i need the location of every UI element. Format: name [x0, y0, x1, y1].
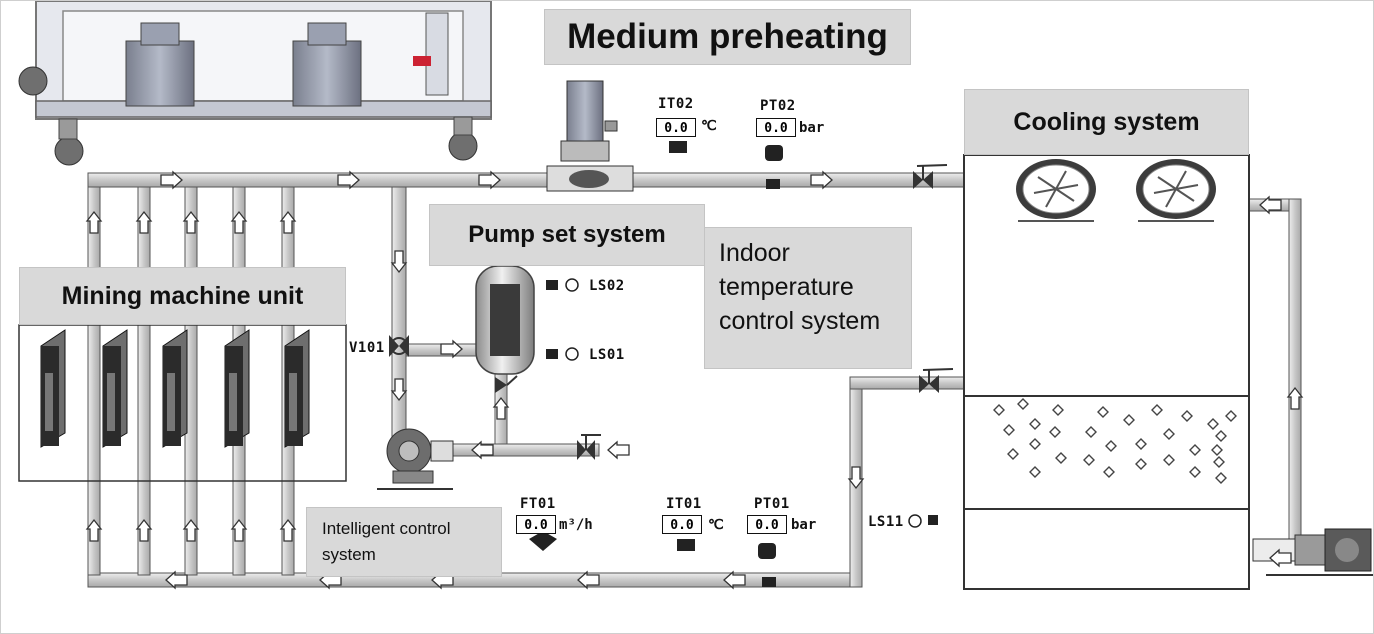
sensor-icons: [529, 141, 938, 587]
spray-droplets: [993, 398, 1237, 484]
motor-icon: [1252, 528, 1373, 576]
indoor-label-line: Indoor: [719, 239, 790, 267]
flow-arrow-icon: [160, 170, 183, 190]
valve-icon: [389, 335, 409, 357]
fan-icon: [1016, 159, 1096, 222]
cooling-tower: [963, 154, 1250, 590]
flow-arrows: [85, 170, 1304, 590]
pt02-tag: PT02: [760, 98, 796, 114]
sensor-icon: [546, 349, 558, 359]
flow-arrow-icon: [390, 250, 408, 274]
flow-arrow-icon: [279, 518, 297, 542]
flow-arrow-icon: [1269, 548, 1292, 568]
ls02-tag: LS02: [589, 278, 625, 294]
miner-units: [40, 329, 310, 448]
ft01-readout: 0.0: [516, 515, 556, 534]
sensor-icon: [762, 577, 776, 587]
flow-arrow-icon: [85, 518, 103, 542]
flow-arrow-icon: [577, 570, 600, 590]
tank-icon: [475, 265, 535, 393]
sensor-icon: [529, 531, 557, 551]
flow-arrow-icon: [440, 339, 463, 359]
sensor-icon: [928, 515, 938, 525]
pump-icon: [546, 80, 634, 192]
pump-icon: [377, 428, 454, 490]
sensor-icon: [677, 539, 695, 551]
v101-tag: V101: [349, 340, 385, 356]
valve-icon: [913, 164, 948, 189]
ft01-tag: FT01: [520, 496, 556, 512]
flow-arrow-icon: [230, 210, 248, 234]
sensor-icon: [765, 145, 783, 161]
intelligent-label-line: Intelligent control: [322, 519, 451, 538]
pt02-readout: 0.0: [756, 118, 796, 137]
flow-arrow-icon: [85, 210, 103, 234]
flow-arrow-icon: [1259, 195, 1282, 215]
flow-arrow-icon: [135, 518, 153, 542]
flow-arrow-icon: [478, 170, 501, 190]
pt01-unit: bar: [791, 517, 817, 533]
miner-icon: [162, 329, 188, 448]
flow-arrow-icon: [182, 210, 200, 234]
flow-arrow-icon: [337, 170, 360, 190]
ls01-tag: LS01: [589, 347, 625, 363]
it01-readout: 0.0: [662, 515, 702, 534]
valve-icon: [577, 434, 601, 460]
miner-icon: [40, 329, 66, 448]
flow-arrow-icon: [723, 570, 746, 590]
it02-tag: IT02: [658, 96, 694, 112]
mining-machine-unit-label: Mining machine unit: [19, 267, 346, 325]
flow-arrow-icon: [279, 210, 297, 234]
medium-preheating-label: Medium preheating: [544, 9, 911, 65]
miner-icon: [284, 329, 310, 448]
valve-icon: [919, 368, 954, 393]
ft01-unit: m³/h: [559, 517, 593, 533]
it02-unit: ℃: [701, 118, 717, 134]
flow-arrow-icon: [607, 440, 630, 460]
sensor-icon: [546, 280, 558, 290]
ls11-tag: LS11: [868, 514, 904, 530]
flow-arrow-icon: [230, 518, 248, 542]
indoor-label-line: temperature: [719, 273, 854, 301]
flow-arrow-icon: [471, 440, 494, 460]
mining-rack-illustration: [18, 1, 492, 166]
sensor-icon: [758, 543, 776, 559]
it02-readout: 0.0: [656, 118, 696, 137]
flow-arrow-icon: [165, 570, 188, 590]
mining-unit-frame: [18, 324, 347, 482]
intelligent-control-label: Intelligent control system: [306, 507, 502, 577]
pt02-unit: bar: [799, 120, 825, 136]
pt01-readout: 0.0: [747, 515, 787, 534]
cooling-system-label: Cooling system: [964, 89, 1249, 155]
sensor-icon: [669, 141, 687, 153]
fan-icon: [1136, 159, 1216, 222]
pt01-tag: PT01: [754, 496, 790, 512]
pump-set-system-label: Pump set system: [429, 204, 705, 266]
flow-arrow-icon: [810, 170, 833, 190]
flow-arrow-icon: [1286, 386, 1304, 410]
sensor-icon: [766, 179, 780, 189]
indoor-label-line: control system: [719, 307, 881, 335]
miner-icon: [102, 329, 128, 448]
it01-tag: IT01: [666, 496, 702, 512]
intelligent-label-line: system: [322, 545, 376, 564]
flow-arrow-icon: [135, 210, 153, 234]
miner-icon: [224, 329, 250, 448]
flow-arrow-icon: [492, 396, 510, 420]
flow-arrow-icon: [390, 378, 408, 402]
indoor-temperature-label: Indoor temperature control system: [704, 227, 912, 369]
flow-arrow-icon: [847, 466, 865, 490]
it01-unit: ℃: [708, 517, 724, 533]
flow-arrow-icon: [182, 518, 200, 542]
